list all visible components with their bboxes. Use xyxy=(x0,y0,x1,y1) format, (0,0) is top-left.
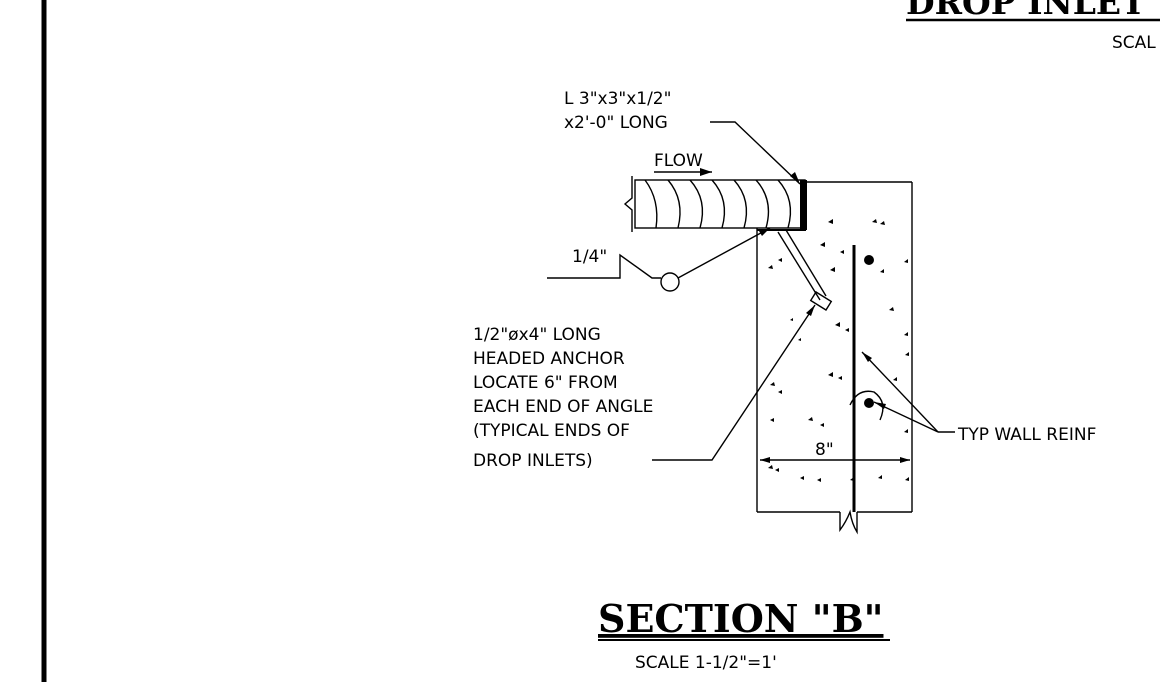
steel-angle xyxy=(800,180,807,230)
anchor-callout-line1: 1/2"øx4" LONG xyxy=(473,325,601,345)
grate-assembly xyxy=(623,176,807,232)
wall-width-label: 8" xyxy=(815,440,834,460)
aggregate-marks xyxy=(768,219,909,482)
weld-size-label: 1/4" xyxy=(572,247,607,267)
anchor-callout-line5: (TYPICAL ENDS OF xyxy=(473,421,630,441)
rebar-dot-upper xyxy=(864,255,874,265)
anchor-callout-line4: EACH END OF ANGLE xyxy=(473,397,653,417)
concrete-wall xyxy=(756,181,913,535)
angle-callout-line2: x2'-0" LONG xyxy=(564,113,668,133)
anchor-callout-line2: HEADED ANCHOR xyxy=(473,349,625,369)
angle-callout-line1: L 3"x3"x1/2" xyxy=(564,89,671,109)
section-scale: SCALE 1-1/2"=1' xyxy=(635,653,777,673)
flow-label: FLOW xyxy=(654,151,703,171)
rebar-dot-lower xyxy=(864,398,874,408)
anchor-callout-line3: LOCATE 6" FROM xyxy=(473,373,618,393)
section-title: SECTION "B" xyxy=(598,596,883,641)
wall-reinf-label: TYP WALL REINF xyxy=(957,425,1096,445)
header-scale: SCAL xyxy=(1112,33,1156,53)
headed-anchor xyxy=(777,229,833,311)
anchor-callout-line6: DROP INLETS) xyxy=(473,451,593,471)
header-title: DROP INLET xyxy=(906,0,1146,22)
weld-all-around-circle xyxy=(660,272,680,292)
